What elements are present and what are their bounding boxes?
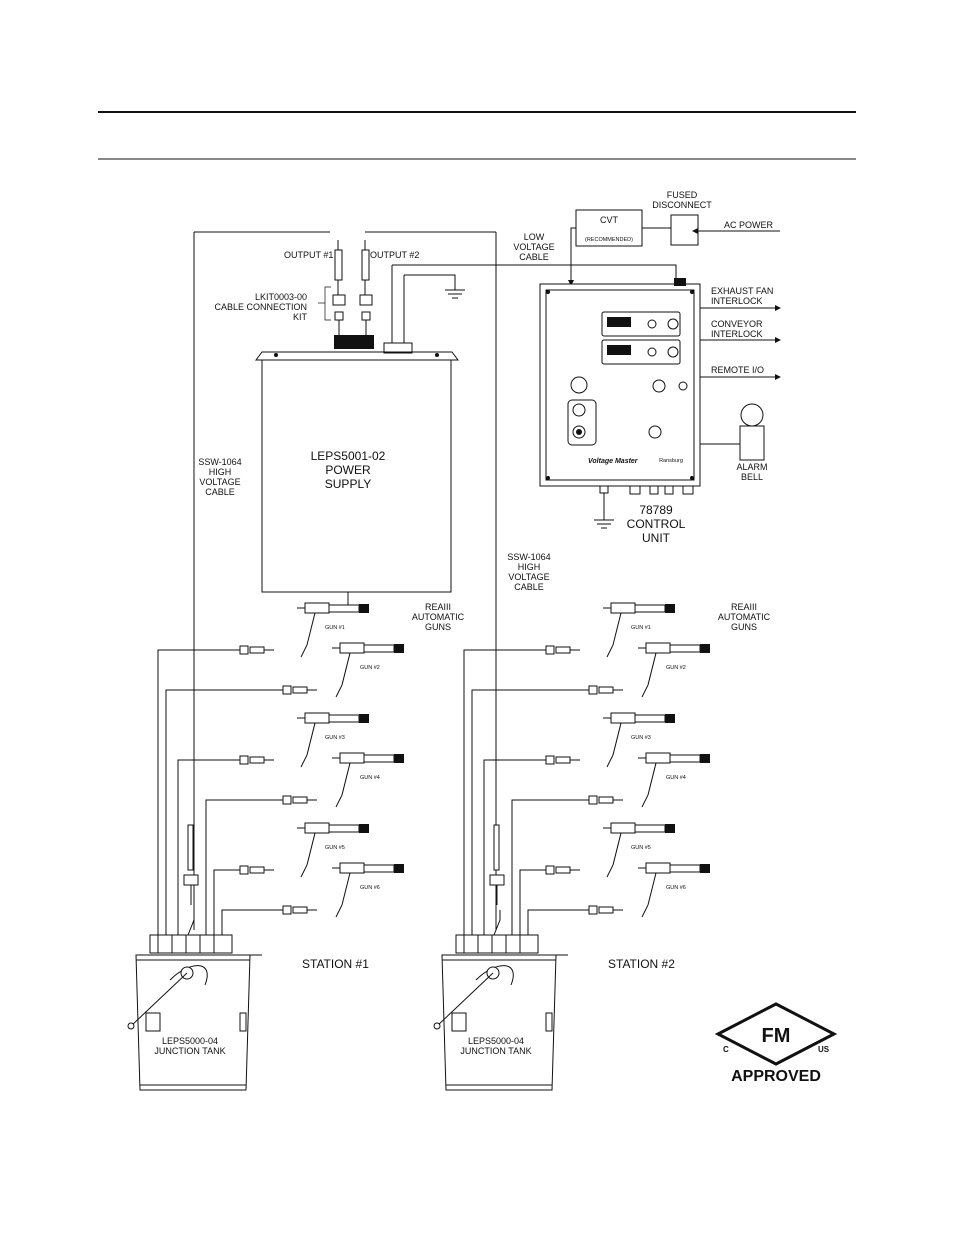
gun-1-label: GUN #1 xyxy=(631,625,651,631)
interlock-lines xyxy=(700,305,781,445)
gun-2: GUN #2 xyxy=(471,642,710,935)
station-1: GUN #1 GUN #2 GUN #3 GUN #4 GUN #5 GUN #6 LEPS… xyxy=(127,602,404,1091)
gun-4-label: GUN #4 xyxy=(360,775,380,781)
control-unit-name-3: UNIT xyxy=(642,531,671,545)
svg-text:CABLE: CABLE xyxy=(205,487,235,497)
control-unit: Voltage Master Ransburg xyxy=(539,278,701,495)
gun-5: GUN #5 xyxy=(213,822,369,935)
gun-3-label: GUN #3 xyxy=(631,735,651,741)
ac-power-label: AC POWER xyxy=(724,220,774,230)
station-2: GUN #1 GUN #2 GUN #3 GUN #4 GUN #5 GUN #6 LEPS… xyxy=(433,602,710,1091)
gun-3: GUN #3 xyxy=(483,712,675,935)
control-brand-sub: Ransburg xyxy=(659,458,683,464)
low-voltage-cable-label: LOW VOLTAGE CABLE xyxy=(513,232,554,262)
tank-label-1: LEPS5000-04 xyxy=(468,1036,524,1046)
svg-text:GUNS: GUNS xyxy=(731,622,757,632)
gun-1: GUN #1 xyxy=(157,602,369,935)
kit-label-1: LKIT0003-00 xyxy=(255,292,307,302)
fm-approved-badge: FM C US APPROVED xyxy=(714,1002,838,1085)
kit-label-3: KIT xyxy=(293,312,308,322)
gun-1-label: GUN #1 xyxy=(325,625,345,631)
svg-text:BELL: BELL xyxy=(741,472,763,482)
gun-6: GUN #6 xyxy=(527,862,710,935)
exhaust-label-1: EXHAUST FAN xyxy=(711,286,773,296)
svg-text:AUTOMATIC: AUTOMATIC xyxy=(412,612,465,622)
power-supply-name-3: SUPPLY xyxy=(325,477,371,491)
kit-label-2: CABLE CONNECTION xyxy=(214,302,307,312)
output-2-label: OUTPUT #2 xyxy=(370,250,419,260)
svg-text:VOLTAGE: VOLTAGE xyxy=(513,242,554,252)
gun-3: GUN #3 xyxy=(177,712,369,935)
station-1-label: STATION #1 xyxy=(302,957,369,971)
svg-text:C: C xyxy=(723,1045,729,1054)
gun-6-label: GUN #6 xyxy=(666,885,686,891)
gun-4-label: GUN #4 xyxy=(666,775,686,781)
svg-text:AUTOMATIC: AUTOMATIC xyxy=(718,612,771,622)
alarm-bell: ALARM BELL xyxy=(736,403,768,482)
gun-2: GUN #2 xyxy=(165,642,404,935)
gun-4: GUN #4 xyxy=(205,752,404,935)
gun-3-label: GUN #3 xyxy=(325,735,345,741)
gun-5-label: GUN #5 xyxy=(325,845,345,851)
cvt-box: CVT (RECOMMENDED) xyxy=(575,209,643,247)
tank-label-2: JUNCTION TANK xyxy=(460,1046,531,1056)
output-1-label: OUTPUT #1 xyxy=(284,250,333,260)
svg-text:SSW-1064: SSW-1064 xyxy=(507,552,550,562)
svg-text:US: US xyxy=(818,1045,830,1054)
guns-label-right: REAIII AUTOMATIC GUNS xyxy=(718,602,771,632)
svg-text:FM: FM xyxy=(762,1025,791,1047)
svg-text:DISCONNECT: DISCONNECT xyxy=(652,200,712,210)
power-supply-name-2: POWER xyxy=(325,463,371,477)
control-brand: Voltage Master xyxy=(588,458,639,465)
hv-cable-right-label: SSW-1064 HIGH VOLTAGE CABLE xyxy=(507,552,550,592)
tank-label-2: JUNCTION TANK xyxy=(154,1046,225,1056)
conveyor-label-1: CONVEYOR xyxy=(711,319,763,329)
svg-text:HIGH: HIGH xyxy=(518,562,541,572)
gun-5: GUN #5 xyxy=(519,822,675,935)
guns-label-left: REAIII AUTOMATIC GUNS xyxy=(412,602,465,632)
gun-4: GUN #4 xyxy=(511,752,710,935)
svg-text:VOLTAGE: VOLTAGE xyxy=(199,477,240,487)
conveyor-label-2: INTERLOCK xyxy=(711,329,763,339)
svg-text:ALARM: ALARM xyxy=(736,462,767,472)
svg-text:GUNS: GUNS xyxy=(425,622,451,632)
station-2-label: STATION #2 xyxy=(608,957,675,971)
svg-text:FUSED: FUSED xyxy=(667,190,698,200)
svg-text:HIGH: HIGH xyxy=(209,467,232,477)
gun-6: GUN #6 xyxy=(221,862,404,935)
svg-text:REAIII: REAIII xyxy=(425,602,451,612)
power-supply-name-1: LEPS5001-02 xyxy=(311,449,386,463)
svg-text:SSW-1064: SSW-1064 xyxy=(198,457,241,467)
svg-text:APPROVED: APPROVED xyxy=(731,1068,821,1085)
gun-5-label: GUN #5 xyxy=(631,845,651,851)
gun-2-label: GUN #2 xyxy=(360,665,380,671)
svg-text:CVT: CVT xyxy=(600,215,619,225)
tank-label-1: LEPS5000-04 xyxy=(162,1036,218,1046)
control-unit-name-1: 78789 xyxy=(639,503,673,517)
svg-text:VOLTAGE: VOLTAGE xyxy=(508,572,549,582)
exhaust-label-2: INTERLOCK xyxy=(711,296,763,306)
gun-2-label: GUN #2 xyxy=(666,665,686,671)
svg-text:(RECOMMENDED): (RECOMMENDED) xyxy=(585,237,633,243)
hv-cable-left-label: SSW-1064 HIGH VOLTAGE CABLE xyxy=(198,457,241,497)
control-unit-name-2: CONTROL xyxy=(627,517,686,531)
fused-disconnect: FUSED DISCONNECT xyxy=(652,190,712,246)
gun-1: GUN #1 xyxy=(463,602,675,935)
svg-text:LOW: LOW xyxy=(524,232,545,242)
remote-io-label: REMOTE I/O xyxy=(711,365,764,375)
power-supply: LEPS5001-02 POWER SUPPLY xyxy=(193,231,497,930)
svg-text:CABLE: CABLE xyxy=(519,252,549,262)
svg-text:CABLE: CABLE xyxy=(514,582,544,592)
gun-6-label: GUN #6 xyxy=(360,885,380,891)
svg-text:REAIII: REAIII xyxy=(731,602,757,612)
